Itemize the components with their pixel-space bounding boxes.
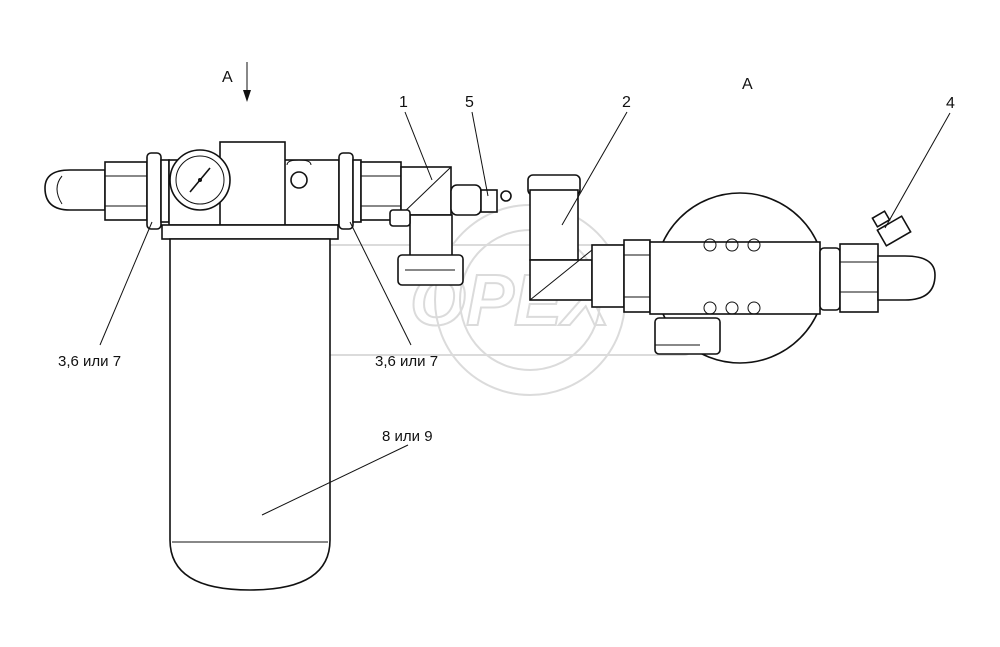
tee-fitting (389, 166, 464, 286)
view-marker-right: А (742, 76, 753, 93)
left-nut (104, 152, 170, 230)
block-fitting (527, 174, 593, 301)
view-arrow (243, 62, 251, 102)
callout-8-9: 8 или 9 (382, 428, 433, 445)
callout-3-6-7-left: 3,6 или 7 (58, 353, 121, 370)
filter-head (168, 141, 340, 226)
leader-lines (99, 111, 951, 516)
outlet-fittings (819, 210, 936, 313)
right-nut-assembly (591, 239, 651, 313)
callout-5: 5 (465, 94, 474, 111)
callout-4: 4 (946, 95, 955, 112)
left-elbow (44, 169, 106, 211)
callout-1: 1 (399, 94, 408, 111)
filter-bowl (161, 224, 339, 591)
valve-body (649, 238, 821, 315)
sensor-plug (871, 210, 912, 247)
connector-small (450, 184, 512, 216)
view-marker-left: А (222, 69, 233, 86)
callout-3-6-7-mid: 3,6 или 7 (375, 353, 438, 370)
callout-2: 2 (622, 94, 631, 111)
